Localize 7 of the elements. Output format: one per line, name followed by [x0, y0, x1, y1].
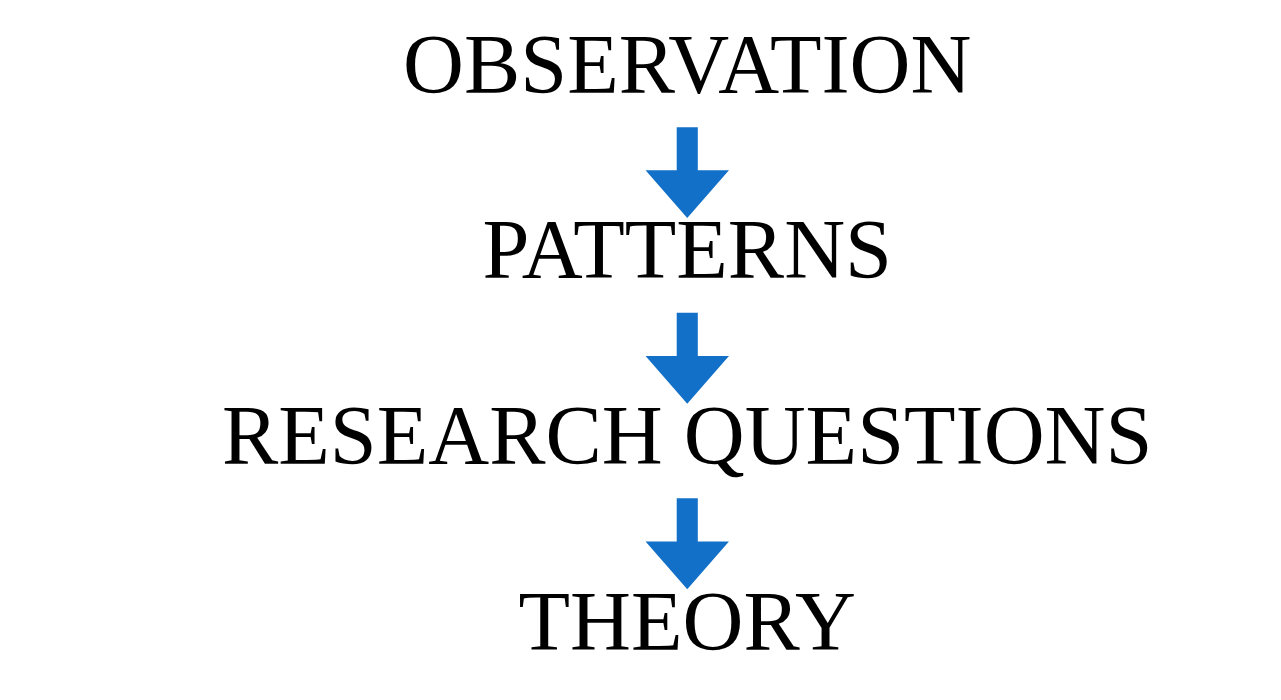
node-text: PATTERNS — [482, 203, 892, 297]
arrow — [645, 127, 729, 219]
node-text: THEORY — [518, 574, 856, 668]
arrow — [645, 312, 729, 404]
node-text: OBSERVATION — [402, 17, 971, 111]
arrow — [645, 498, 729, 590]
node-text: RESEARCH QUESTIONS — [221, 388, 1152, 482]
